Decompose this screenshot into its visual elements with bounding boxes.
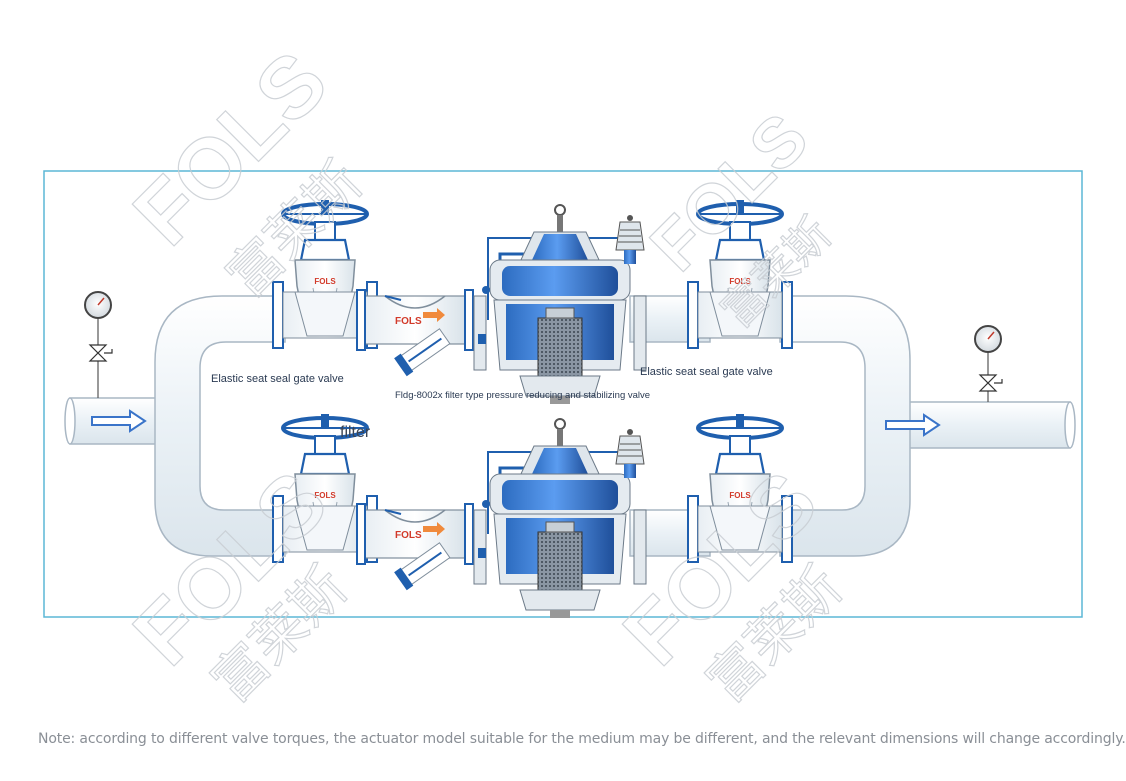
gate-valve-logo: FOLS xyxy=(729,491,751,500)
footnote: Note: according to different valve torqu… xyxy=(38,731,1126,747)
gate-valve-logo: FOLS xyxy=(314,491,336,500)
pressure-reducing-valve-1 xyxy=(473,204,647,404)
gate-valve-4: FOLS xyxy=(687,414,793,563)
gate-valve-1: FOLS xyxy=(272,200,378,349)
y-strainer-filter-2: FOLS xyxy=(356,503,474,591)
gate-valve-logo: FOLS xyxy=(314,277,336,286)
pressure-gauge-inlet xyxy=(84,291,113,398)
label-filter: filter xyxy=(340,424,371,441)
y-strainer-filter-1: FOLS xyxy=(356,289,474,377)
pressure-reducing-valve-2 xyxy=(473,418,647,618)
label-gate-valve-left: Elastic seat seal gate valve xyxy=(211,373,344,385)
gate-valve-logo: FOLS xyxy=(729,277,751,286)
label-gate-valve-right: Elastic seat seal gate valve xyxy=(640,366,773,378)
filter-logo: FOLS xyxy=(395,530,422,541)
gate-valve-3: FOLS xyxy=(272,414,378,563)
filter-logo: FOLS xyxy=(395,316,422,327)
flow-arrows xyxy=(91,409,941,437)
pressure-gauge-outlet xyxy=(974,325,1003,402)
gate-valve-2: FOLS xyxy=(687,200,793,349)
label-reducing-valve: Fldg-8002x filter type pressure reducing… xyxy=(395,390,651,401)
